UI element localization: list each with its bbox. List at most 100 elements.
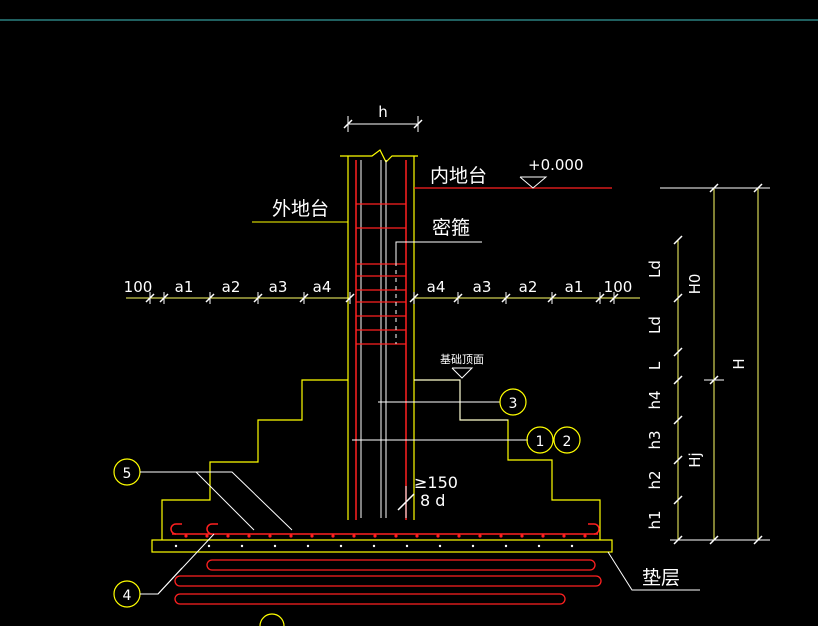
v-tick xyxy=(753,535,763,545)
column xyxy=(340,149,418,520)
base-rebar xyxy=(170,523,600,535)
right-dim-label: 100 xyxy=(604,278,633,296)
vertical-outer-label: H xyxy=(730,358,748,369)
rebar-dot xyxy=(520,534,524,538)
rebar-dot xyxy=(226,534,230,538)
right-dim-label: a3 xyxy=(473,278,492,296)
cushion-dot xyxy=(504,544,508,548)
cushion-leader: 垫层 xyxy=(607,551,700,591)
cushion-dot xyxy=(570,544,574,548)
rebar-dot xyxy=(436,534,440,538)
callout-3: 3 xyxy=(378,388,527,416)
v-tick xyxy=(709,375,719,385)
lower-loops xyxy=(174,559,602,605)
rebar-dot xyxy=(268,534,272,538)
outer-ground-label: 外地台 xyxy=(272,198,329,220)
cushion-dot xyxy=(537,544,541,548)
callout-4: 4 xyxy=(113,533,215,608)
callout-2-label: 2 xyxy=(563,434,572,450)
vertical-dim-label: h1 xyxy=(646,510,664,529)
left-dimensions: 100 a1 a2 a3 a4 xyxy=(124,278,332,296)
stirrups xyxy=(356,203,406,345)
cushion-dot xyxy=(240,544,244,548)
vertical-dim-label: L xyxy=(646,361,664,370)
callout-3-label: 3 xyxy=(509,396,518,412)
v-tick xyxy=(673,347,683,357)
cushion-dot xyxy=(339,544,343,548)
rebar-dot xyxy=(457,534,461,538)
cushion-dot xyxy=(372,544,376,548)
rebar-dot xyxy=(394,534,398,538)
foundation-top-label: 基础顶面 xyxy=(440,353,484,366)
v-tick xyxy=(709,535,719,545)
cushion-dot xyxy=(273,544,277,548)
left-dim-label: a2 xyxy=(222,278,241,296)
vertical-outer-label: H0 xyxy=(686,274,704,295)
rebar-dot xyxy=(562,534,566,538)
elevation-marker: +0.000 xyxy=(414,156,612,189)
vertical-outer-label: Hj xyxy=(686,452,704,467)
v-tick xyxy=(673,235,683,245)
callout-5: 5 xyxy=(113,458,293,531)
cushion-dot xyxy=(306,544,310,548)
column-width-dimension: h xyxy=(343,103,423,132)
cushion-dot xyxy=(438,544,442,548)
rebar-dot xyxy=(499,534,503,538)
rebar-dot xyxy=(415,534,419,538)
rebar-dot xyxy=(478,534,482,538)
vertical-dim-label: Ld xyxy=(646,316,664,334)
callout-1-label: 1 xyxy=(536,434,545,450)
vertical-dim-label: h2 xyxy=(646,470,664,489)
v-tick xyxy=(673,375,683,385)
left-dim-label: a3 xyxy=(269,278,288,296)
callout-1-2: 1 2 xyxy=(352,426,581,454)
callout-4-label: 4 xyxy=(123,588,132,604)
v-tick xyxy=(673,415,683,425)
v-tick xyxy=(709,183,719,193)
right-dim-label: a1 xyxy=(565,278,584,296)
rebar-dot xyxy=(331,534,335,538)
cushion-dot xyxy=(174,544,178,548)
cushion-dot xyxy=(405,544,409,548)
rebar-dot xyxy=(289,534,293,538)
column-rebars xyxy=(355,160,407,520)
rebar-dot xyxy=(352,534,356,538)
vertical-dim-label: h4 xyxy=(646,390,664,409)
cushion-dot xyxy=(471,544,475,548)
v-tick xyxy=(673,293,683,303)
rebar-dot xyxy=(373,534,377,538)
dense-stirrup-label: 密箍 xyxy=(432,217,470,239)
d8-label: 8 d xyxy=(420,491,445,510)
dense-stirrup-leader: 密箍 xyxy=(395,217,482,262)
vertical-dim-label: h3 xyxy=(646,430,664,449)
right-dim-label: a4 xyxy=(427,278,446,296)
foundation-top-marker: 基础顶面 xyxy=(414,353,508,421)
rebar-dot xyxy=(184,534,188,538)
left-dim-label: a4 xyxy=(313,278,332,296)
cushion-dots xyxy=(174,544,574,548)
v-tick xyxy=(753,183,763,193)
left-dim-label: 100 xyxy=(124,278,153,296)
callout-5-label: 5 xyxy=(123,466,132,482)
rebar-dot xyxy=(247,534,251,538)
v-tick xyxy=(673,455,683,465)
v-tick xyxy=(673,535,683,545)
h-label: h xyxy=(378,103,388,121)
callout-partial xyxy=(259,613,285,626)
inner-ground-label: 内地台 xyxy=(430,165,487,187)
rebar-dot xyxy=(205,534,209,538)
horizontal-dimension-line xyxy=(126,292,640,304)
v-tick xyxy=(673,495,683,505)
stepped-foundation xyxy=(151,379,613,553)
anchor-notes: ≥150 8 d xyxy=(397,473,458,518)
cushion-label: 垫层 xyxy=(642,567,680,589)
outer-ground: 外地台 xyxy=(252,198,348,223)
left-dim-label: a1 xyxy=(175,278,194,296)
rebar-dot xyxy=(310,534,314,538)
elevation-label: +0.000 xyxy=(528,156,584,174)
rebar-dot xyxy=(583,534,587,538)
cushion-dot xyxy=(207,544,211,548)
